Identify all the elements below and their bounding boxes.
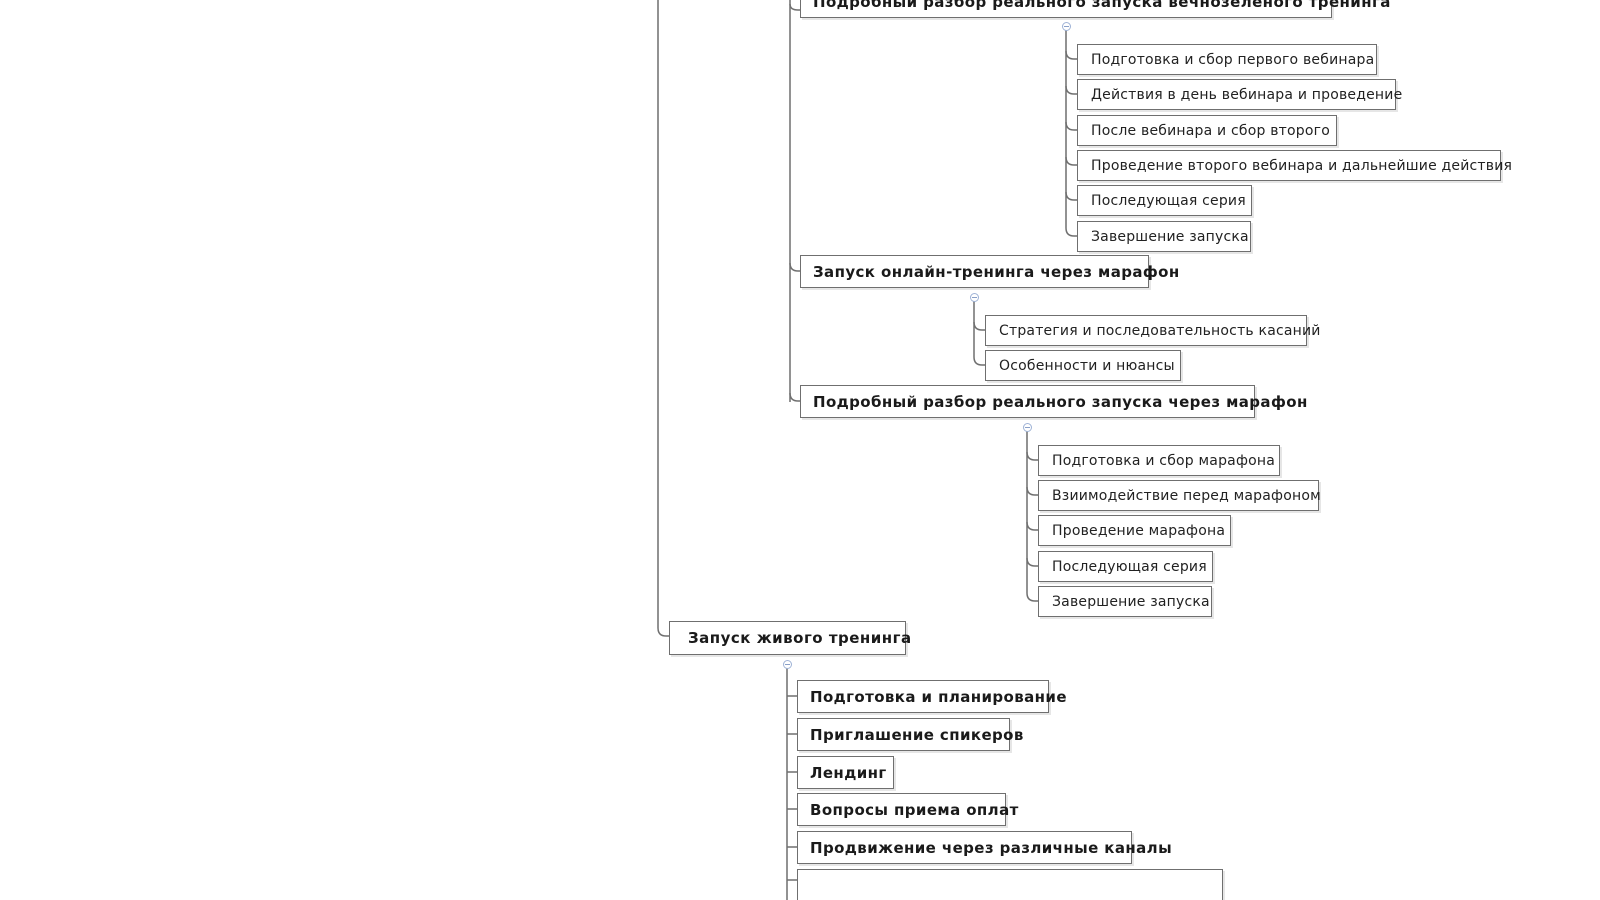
subtopic-node[interactable]: Стратегия и последовательность касаний — [985, 315, 1320, 346]
subtopic-node[interactable]: Вопросы приема оплат — [797, 793, 1018, 826]
collapse-toggle-icon[interactable] — [1062, 22, 1071, 31]
subtopic-label: Лендинг — [810, 763, 887, 782]
subtopic-node[interactable]: Последующая серия — [1077, 185, 1252, 216]
collapse-toggle-icon[interactable] — [970, 293, 979, 302]
topic-label: Подробный разбор реального запуска вечно… — [813, 0, 1391, 11]
subtopic-label: Подготовка и сбор марафона — [1052, 452, 1276, 469]
subtopic-node[interactable]: Завершение запуска — [1077, 221, 1251, 252]
subtopic-label: Последующая серия — [1052, 558, 1207, 575]
subtopic-node[interactable]: Проведение второго вебинара и дальнейшие… — [1077, 150, 1512, 181]
subtopic-node[interactable]: Последующая серия — [1038, 551, 1213, 582]
subtopic-label: Завершение запуска — [1091, 228, 1249, 245]
subtopic-label: Последующая серия — [1091, 192, 1246, 209]
subtopic-label: Особенности и нюансы — [999, 357, 1175, 374]
subtopic-label: Действия в день вебинара и проведение — [1091, 86, 1403, 103]
subtopic-label: Взиимодействие перед марафоном — [1052, 487, 1321, 504]
subtopic-label: Стратегия и последовательность касаний — [999, 322, 1321, 339]
collapse-toggle-icon[interactable] — [1023, 423, 1032, 432]
subtopic-label: Продвижение через различные каналы — [810, 838, 1173, 857]
subtopic-label: Приглашение спикеров — [810, 725, 1024, 744]
subtopic-node[interactable]: Действия в день вебинара и проведение — [1077, 79, 1402, 110]
subtopic-label: Проведение марафона — [1052, 522, 1226, 539]
subtopic-node[interactable]: Подготовка и сбор марафона — [1038, 445, 1280, 476]
subtopic-node[interactable]: Проведение марафона — [1038, 515, 1231, 546]
topic-label: Запуск живого тренинга — [688, 629, 912, 647]
subtopic-node[interactable]: Особенности и нюансы — [985, 350, 1181, 381]
topic-marathon-launch-breakdown[interactable]: Подробный разбор реального запуска через… — [800, 385, 1307, 418]
subtopic-label: Проведение второго вебинара и дальнейшие… — [1091, 157, 1513, 174]
subtopic-label: Подготовка и сбор первого вебинара — [1091, 51, 1375, 68]
topic-label: Подробный разбор реального запуска через… — [813, 392, 1308, 411]
subtopic-node[interactable]: Завершение запуска — [1038, 586, 1212, 617]
subtopic-node[interactable]: Подготовка и планирование — [797, 680, 1067, 713]
subtopic-node[interactable]: Взиимодействие перед марафоном — [1038, 480, 1321, 511]
subtopic-node[interactable]: После вебинара и сбор второго — [1077, 115, 1337, 146]
subtopic-node[interactable] — [797, 869, 1223, 900]
subtopic-label: Завершение запуска — [1052, 593, 1210, 610]
topic-live-training-launch[interactable]: Запуск живого тренинга — [669, 621, 911, 655]
subtopic-node[interactable]: Лендинг — [797, 756, 894, 789]
topic-marathon-online-launch[interactable]: Запуск онлайн-тренинга через марафон — [800, 255, 1179, 288]
subtopic-label: После вебинара и сбор второго — [1091, 122, 1330, 139]
subtopic-label: Вопросы приема оплат — [810, 800, 1019, 819]
topic-label: Запуск онлайн-тренинга через марафон — [813, 262, 1180, 281]
subtopic-node[interactable]: Подготовка и сбор первого вебинара — [1077, 44, 1377, 75]
collapse-toggle-icon[interactable] — [783, 660, 792, 669]
subtopic-node[interactable]: Продвижение через различные каналы — [797, 831, 1172, 864]
subtopic-node[interactable]: Приглашение спикеров — [797, 718, 1023, 751]
topic-evergreen-launch-breakdown[interactable]: Подробный разбор реального запуска вечно… — [800, 0, 1390, 18]
subtopic-label: Подготовка и планирование — [810, 687, 1067, 706]
